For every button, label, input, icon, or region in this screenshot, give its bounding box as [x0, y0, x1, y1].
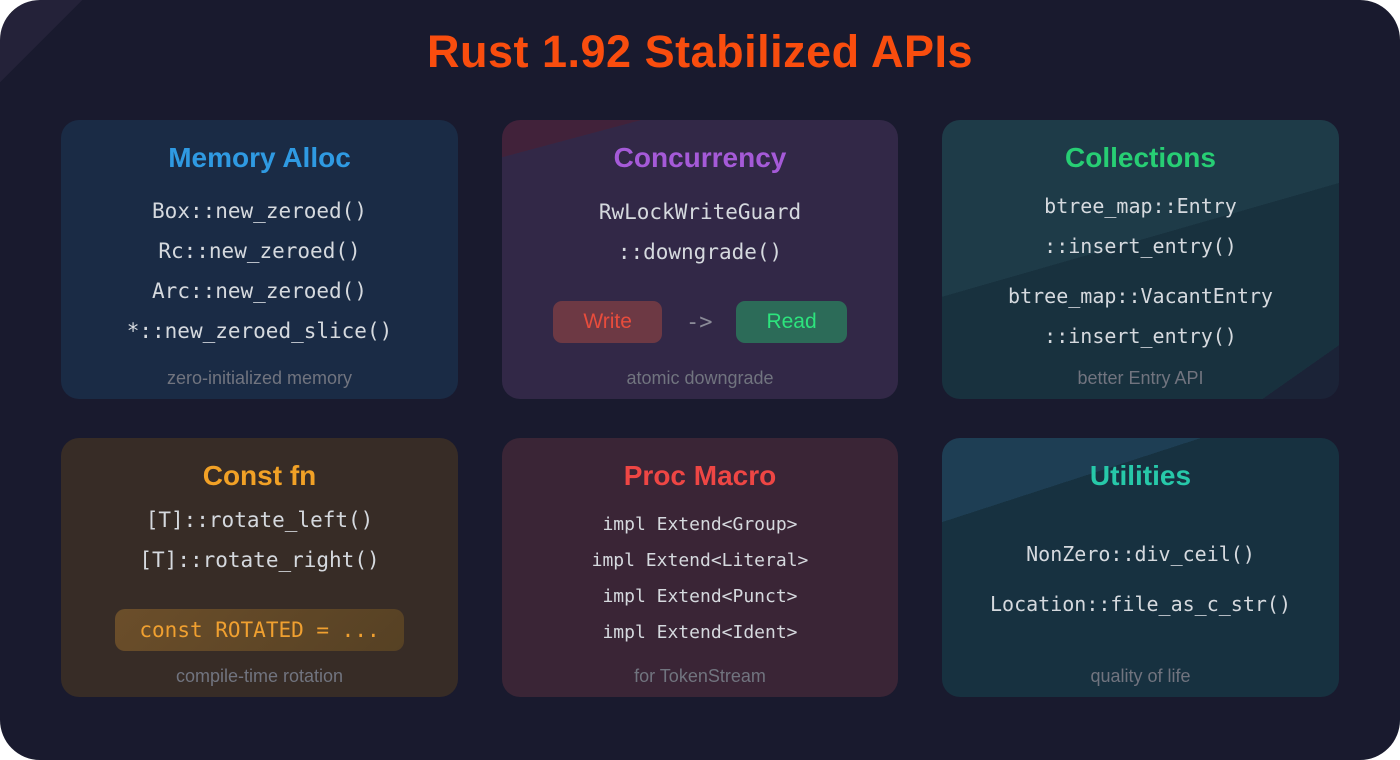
api-item: impl Extend<Punct>	[602, 586, 798, 607]
card-concurrency: Concurrency RwLockWriteGuard ::downgrade…	[502, 120, 898, 399]
api-item: Location::file_as_c_str()	[989, 592, 1292, 616]
card-caption: for TokenStream	[634, 666, 766, 686]
card-caption: compile-time rotation	[175, 666, 344, 686]
arrow-right-icon: ->	[685, 309, 713, 335]
api-item: Arc::new_zeroed()	[152, 279, 367, 303]
card-body: impl Extend<Group> impl Extend<Literal> …	[502, 492, 898, 666]
card-body: NonZero::div_ceil() Location::file_as_c_…	[942, 492, 1339, 666]
card-caption: atomic downgrade	[626, 368, 774, 388]
api-item: ::insert_entry()	[1044, 324, 1237, 348]
api-item: [T]::rotate_right()	[139, 548, 380, 572]
card-title-collections: Collections	[1065, 142, 1216, 173]
card-body: RwLockWriteGuard ::downgrade() Write -> …	[502, 174, 898, 368]
api-item: *::new_zeroed_slice()	[126, 319, 393, 343]
write-badge: Write	[553, 301, 662, 343]
api-item: NonZero::div_ceil()	[1026, 542, 1255, 566]
card-title-memory-alloc: Memory Alloc	[168, 142, 351, 173]
read-badge: Read	[736, 301, 847, 343]
api-item: RwLockWriteGuard	[598, 200, 802, 224]
api-item: ::downgrade()	[617, 240, 783, 264]
page-title: Rust 1.92 Stabilized APIs	[427, 26, 973, 77]
card-caption: quality of life	[1090, 666, 1191, 686]
const-highlight: const ROTATED = ...	[115, 609, 404, 651]
card-title-const-fn: Const fn	[202, 460, 317, 491]
card-utilities: Utilities NonZero::div_ceil() Location::…	[942, 438, 1339, 697]
card-proc-macro: Proc Macro impl Extend<Group> impl Exten…	[502, 438, 898, 697]
api-item: btree_map::VacantEntry	[1008, 284, 1273, 308]
card-const-fn: Const fn [T]::rotate_left() [T]::rotate_…	[61, 438, 458, 697]
card-body: Box::new_zeroed() Rc::new_zeroed() Arc::…	[61, 174, 458, 368]
card-grid: Memory Alloc Box::new_zeroed() Rc::new_z…	[61, 120, 1339, 697]
card-caption: zero-initialized memory	[166, 368, 353, 388]
card-body: btree_map::Entry ::insert_entry() btree_…	[942, 174, 1339, 368]
card-caption: better Entry API	[1077, 368, 1204, 388]
card-title-concurrency: Concurrency	[613, 142, 787, 173]
card-title-utilities: Utilities	[1089, 460, 1192, 491]
api-item: Box::new_zeroed()	[152, 199, 367, 223]
api-item: impl Extend<Ident>	[602, 622, 798, 643]
downgrade-flow: Write -> Read	[553, 301, 847, 343]
api-item: impl Extend<Group>	[602, 514, 798, 535]
api-item: [T]::rotate_left()	[145, 508, 374, 532]
card-title-proc-macro: Proc Macro	[623, 460, 777, 491]
card-body: [T]::rotate_left() [T]::rotate_right() c…	[61, 492, 458, 666]
api-item: btree_map::Entry	[1044, 194, 1237, 218]
card-memory-alloc: Memory Alloc Box::new_zeroed() Rc::new_z…	[61, 120, 458, 399]
card-collections: Collections btree_map::Entry ::insert_en…	[942, 120, 1339, 399]
api-item: Rc::new_zeroed()	[158, 239, 361, 263]
api-item: impl Extend<Literal>	[591, 550, 809, 571]
api-item: ::insert_entry()	[1044, 234, 1237, 258]
